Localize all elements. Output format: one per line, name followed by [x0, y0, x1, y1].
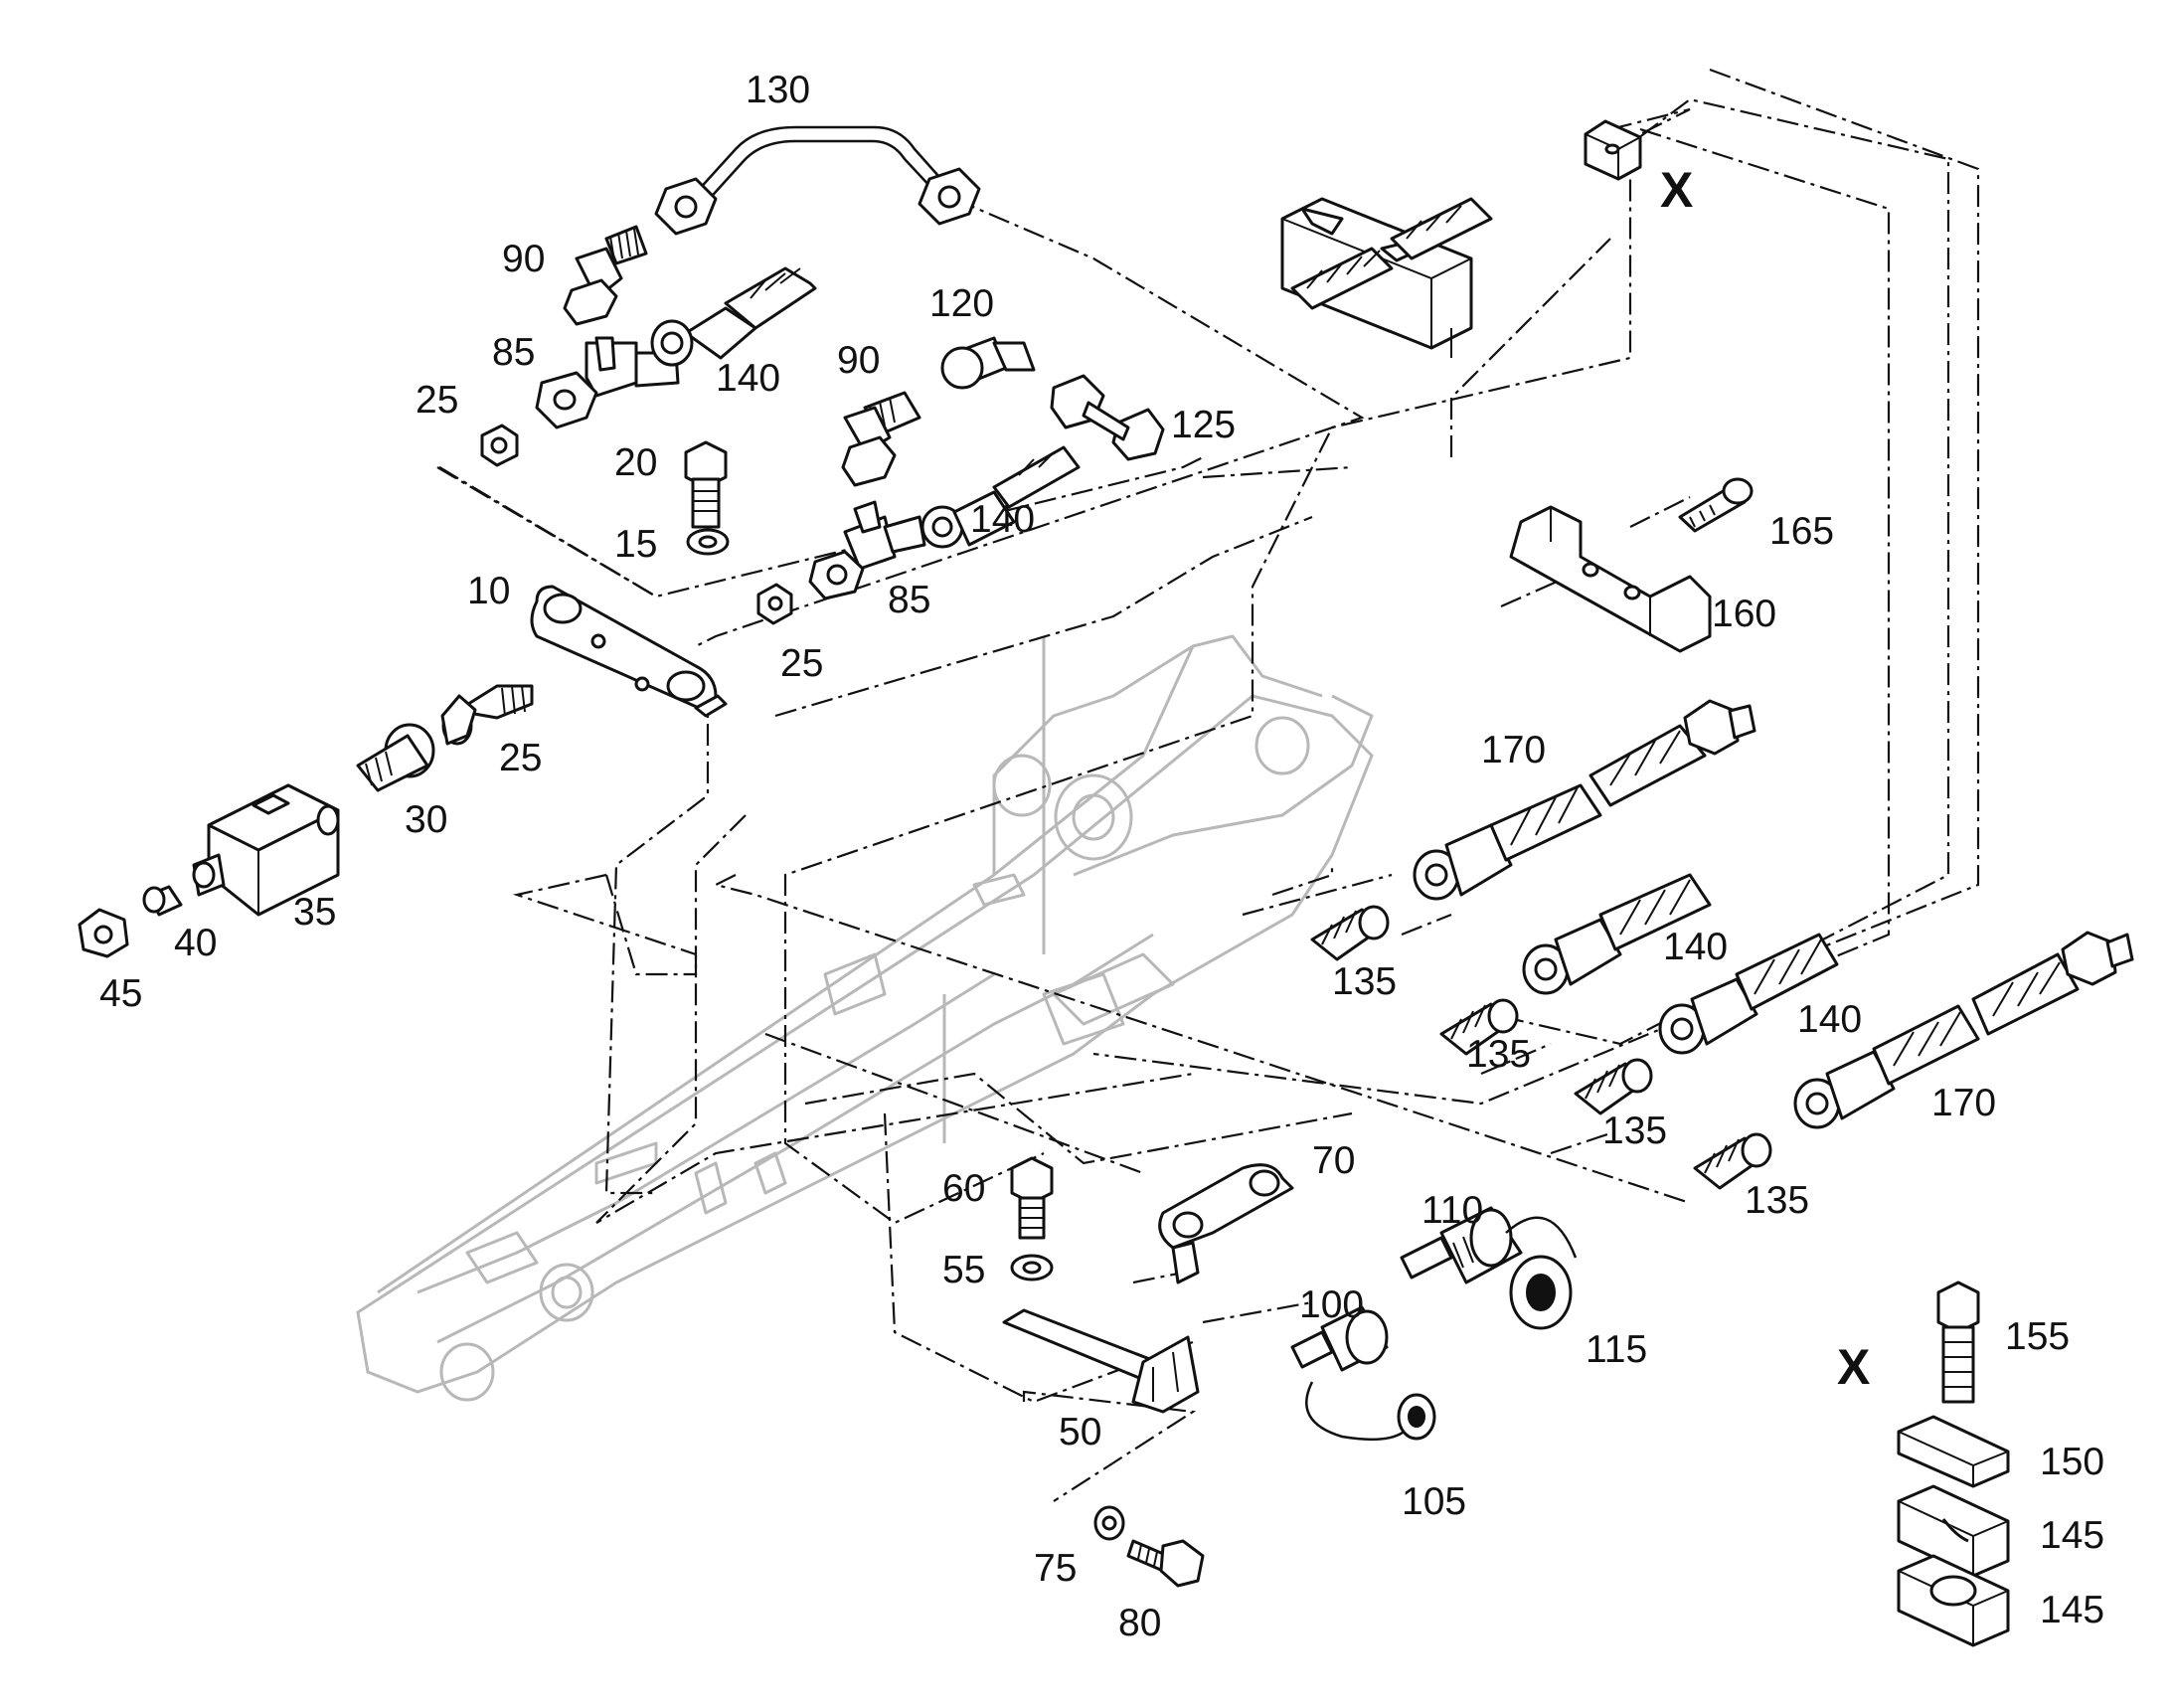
- label-135-c: 135: [1602, 1110, 1667, 1152]
- label-170-upper: 170: [1481, 729, 1546, 771]
- hose-140-upper: [650, 266, 817, 367]
- label-25-left: 25: [416, 379, 458, 422]
- label-50: 50: [1059, 1411, 1101, 1453]
- label-160: 160: [1712, 593, 1776, 635]
- hose-140-middle: [920, 445, 1081, 549]
- label-60: 60: [942, 1167, 985, 1210]
- label-140-upper: 140: [716, 357, 780, 400]
- label-125: 125: [1171, 404, 1236, 446]
- pipe-125: [1050, 374, 1165, 461]
- label-105: 105: [1402, 1480, 1466, 1523]
- pipe-130: [654, 125, 981, 236]
- label-135-a: 135: [1332, 960, 1397, 1003]
- valve-35: [192, 783, 340, 917]
- label-80: 80: [1118, 1602, 1161, 1644]
- label-85-lower: 85: [888, 579, 930, 621]
- hose-140-right-a: [1522, 873, 1712, 995]
- connector-25-left: [440, 684, 534, 746]
- hose-sleeves-top: [1290, 197, 1493, 310]
- hose-140-right-b: [1658, 933, 1839, 1055]
- label-135-b: 135: [1466, 1033, 1531, 1076]
- label-30: 30: [405, 798, 447, 841]
- clamp-x-small: [1584, 119, 1642, 181]
- label-145-b: 145: [2040, 1589, 2104, 1631]
- label-40: 40: [174, 922, 217, 964]
- label-155: 155: [2005, 1315, 2070, 1358]
- cap-115: [1505, 1216, 1578, 1330]
- fitting-40: [142, 885, 183, 917]
- label-45: 45: [99, 972, 142, 1015]
- leader-lines: [436, 68, 1980, 1502]
- part-labels: 130 90 85 140 25 120 90 125 20 140 15 10…: [99, 69, 2104, 1644]
- tee-85-upper: [535, 336, 680, 429]
- label-70: 70: [1312, 1139, 1355, 1182]
- label-150: 150: [2040, 1441, 2104, 1483]
- label-165: 165: [1769, 510, 1834, 553]
- label-140-right-b: 140: [1797, 998, 1862, 1041]
- tee-85-lower: [808, 500, 926, 600]
- label-10: 10: [467, 570, 510, 612]
- screw-165: [1678, 477, 1754, 533]
- fitting-135-c: [1574, 1058, 1653, 1115]
- hose-170-upper: [1413, 699, 1756, 901]
- bolt-80: [1126, 1539, 1205, 1588]
- hose-170-lower: [1793, 931, 2134, 1129]
- elbow-90-middle: [841, 336, 1036, 487]
- elbow-90-upper: [563, 225, 648, 326]
- label-110: 110: [1421, 1189, 1483, 1232]
- nut-25-middle: [756, 583, 793, 625]
- nut-25-left: [480, 424, 519, 467]
- label-55: 55: [942, 1249, 985, 1291]
- label-25-lower: 25: [499, 737, 542, 779]
- bracket-50: [1002, 1308, 1200, 1414]
- label-90-upper: 90: [502, 238, 545, 280]
- label-120: 120: [929, 282, 994, 325]
- label-15: 15: [614, 523, 657, 566]
- cap-105: [1305, 1381, 1436, 1442]
- detail-marker-x-inset: X: [1837, 1339, 1870, 1395]
- washer-55: [1010, 1254, 1054, 1281]
- detail-x-inset: [1897, 1281, 2010, 1647]
- bracket-160: [1509, 505, 1712, 653]
- label-85-upper: 85: [492, 331, 535, 374]
- label-100: 100: [1299, 1283, 1364, 1326]
- fitting-135-d: [1693, 1132, 1772, 1190]
- detail-marker-x: X: [1660, 162, 1693, 218]
- connector-30: [356, 723, 435, 792]
- label-135-d: 135: [1745, 1179, 1809, 1222]
- label-140-right-a: 140: [1663, 926, 1728, 968]
- coupling-100: [1290, 1305, 1389, 1372]
- bolt-20: [684, 440, 728, 529]
- label-130: 130: [746, 69, 810, 111]
- label-145-a: 145: [2040, 1514, 2104, 1557]
- label-90-middle: 90: [837, 339, 880, 382]
- coupling-110: [1400, 1206, 1523, 1284]
- label-75: 75: [1034, 1547, 1077, 1590]
- bolt-60: [1010, 1156, 1054, 1240]
- nut-45: [78, 908, 129, 958]
- label-25-middle: 25: [780, 642, 823, 685]
- fitting-135-a: [1310, 905, 1390, 961]
- fitting-135-b: [1439, 998, 1519, 1056]
- plate-70: [1158, 1163, 1294, 1284]
- label-170-lower: 170: [1931, 1082, 1996, 1124]
- label-20: 20: [614, 441, 657, 484]
- boom-arm: [356, 634, 1374, 1402]
- plate-10: [530, 585, 728, 718]
- washer-75: [1093, 1505, 1125, 1541]
- washer-15: [686, 528, 730, 556]
- label-35: 35: [293, 891, 336, 934]
- label-140-middle: 140: [970, 498, 1035, 541]
- label-115: 115: [1586, 1328, 1647, 1371]
